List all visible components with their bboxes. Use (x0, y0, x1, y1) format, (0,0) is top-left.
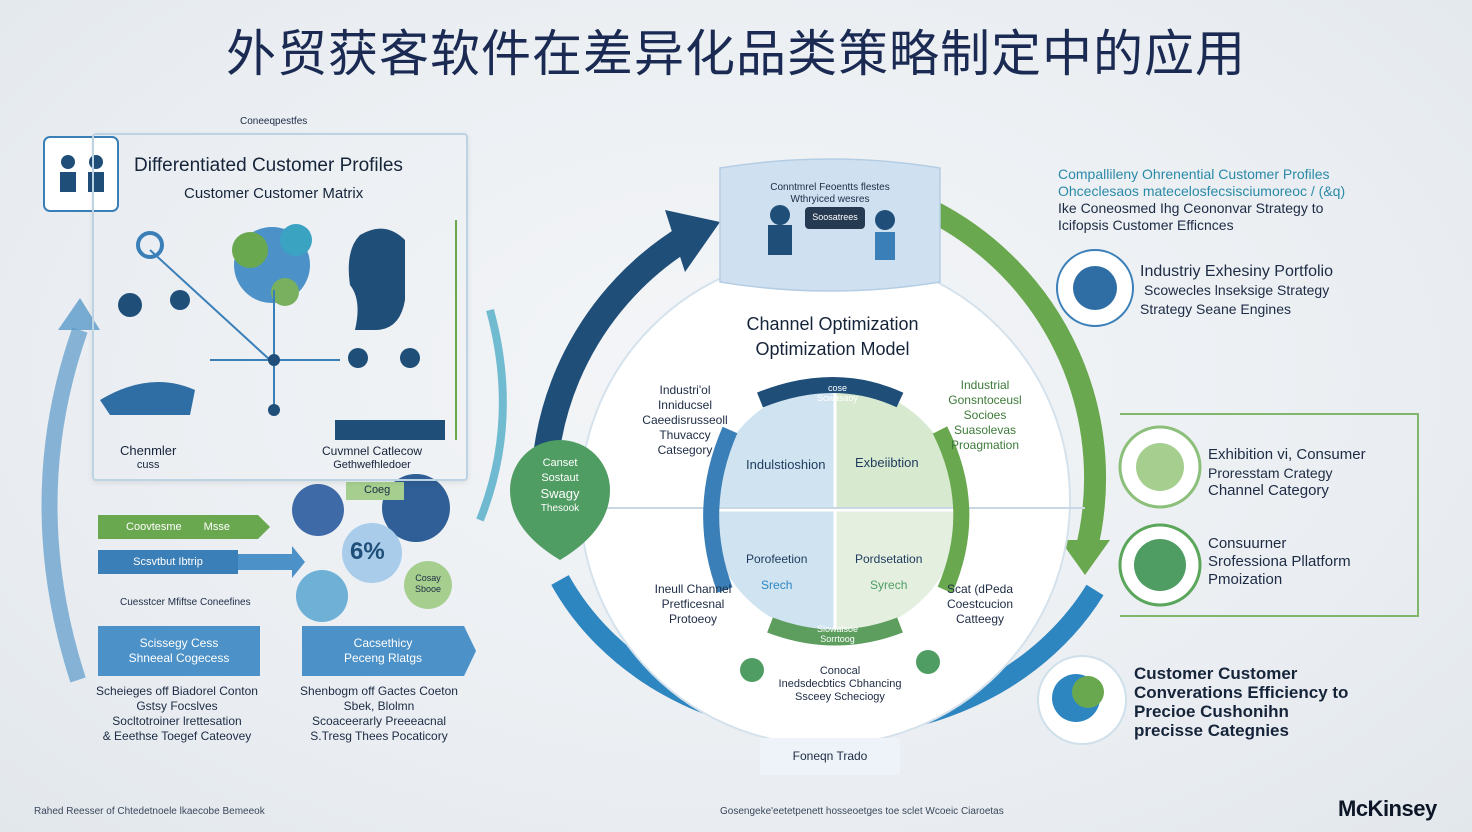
foot-label: Foneqn Trado (792, 749, 868, 763)
brand-logo: McKinsey (1338, 796, 1437, 821)
foot-shape (760, 738, 900, 775)
ring-green-arc (925, 200, 1106, 558)
left-cycle-arrow (41, 327, 88, 683)
ring-label-br: Scat (dPeda Coestcucion Catteegy (946, 582, 1014, 626)
right-item-exhibition: Exhibition vi, Consumer Proresstam Crate… (1208, 446, 1366, 499)
left-panel-icon-box (43, 136, 119, 212)
desc-left: Scheieges off Biadorel Conton Gstsy Focs… (96, 684, 258, 743)
ring-label-tr: Industrial Gonsntoceusl Socioes Suasolev… (948, 378, 1022, 452)
center-bottom-text: Conocal Inedsdecbtics Cbhancing Ssceey S… (778, 665, 902, 703)
desc-right: Shenbogm off Gactes Coeton Sbek, Blolmn … (300, 684, 458, 743)
panel-subheading: Customer Customer Matrix (184, 185, 364, 202)
quadrant-tr (835, 385, 960, 510)
customer-profiles-panel (92, 133, 468, 481)
panel-bottom-left: Chenmler cuss (120, 443, 177, 472)
center-heading: Channel Optimization Optimization Model (746, 314, 919, 359)
panel-heading: Differentiated Customer Profiles (134, 155, 403, 176)
bubble-small (404, 561, 452, 609)
inner-arrow-left (703, 426, 738, 593)
top-bubble-shape (805, 207, 865, 229)
left-inner-arrow (476, 308, 507, 522)
ring-label-bl: Ineull Channel Pretficesnal Protoeoy (654, 582, 732, 626)
quadrant-br (835, 510, 960, 635)
bar-blue-arrow (238, 546, 305, 578)
ring-green-arrowhead (1060, 540, 1110, 575)
arrow-top-label: cose Scwasaoy (816, 383, 859, 403)
left-badge-shape (510, 440, 610, 560)
quad-tr-label: Exbeiibtion (855, 455, 919, 470)
bar-green (98, 515, 258, 539)
right-item-portfolio: Industriy Exhesiny Portfolio Scowecles l… (1140, 263, 1333, 317)
strategy-box-left: Scissegy Cess Shneeal Cogecess (128, 636, 230, 665)
bubble-center (342, 523, 402, 583)
quad-br-label: Pordsetation Syrech (855, 552, 923, 592)
inner-arrow-right (932, 426, 970, 594)
right-item-efficiency: Customer Customer Converations Efficienc… (1134, 664, 1349, 740)
center-value: 6% (350, 538, 385, 565)
inner-arrow-top (757, 377, 904, 408)
small-circle-label: Cosay Sbooe (415, 573, 442, 594)
center-top-box-text: Conntmrel Feoentts flestes Wthryiced wes… (770, 182, 890, 205)
left-badge-text: Canset Sostaut Swagy Thesook (540, 457, 580, 514)
coeg-label-bg (346, 482, 404, 500)
panel-bottom-right: Cuvmnel Catlecow Gethwefhledoer (322, 444, 423, 471)
right-top-lines: Compallileny Ohrenential Customer Profil… (1058, 166, 1346, 233)
bubble-bottom (296, 570, 348, 622)
head-silhouette (348, 228, 405, 330)
quad-bl-label: Porofeetion Srech (746, 552, 808, 592)
top-bubble-label: Soosatrees (812, 212, 858, 222)
ring-label-tl: Industri'ol Inniducsel Caeedisrusseoll T… (642, 383, 728, 457)
left-cycle-arrowhead (58, 298, 100, 330)
footer-left: Rahed Reesser of Chtedetnoele lkaecobe B… (34, 806, 265, 817)
panel-top-label: Coneeqpestfes (240, 116, 308, 127)
strategy-box-right: Cacsethicy Peceng Rlatgs (343, 636, 423, 665)
box-right-bg (302, 626, 464, 676)
box-left-bg (98, 626, 260, 676)
bar-label-2: Scsvtbut Ibtrip (133, 556, 203, 568)
page-title: 外贸获客软件在差异化品类策略制定中的应用 (226, 25, 1246, 83)
coeg-label: Coeg (364, 484, 391, 496)
lower-caption: Cuesstcer Mfiftse Coneefines (120, 597, 251, 608)
inner-arrow-bottom (767, 617, 903, 646)
arrow-bottom-label: Slowalsoe Sorrtoog (816, 624, 859, 644)
right-item-platform: Consuurner Srofessiona Pllatform Pmoizat… (1208, 535, 1351, 588)
quad-tl-label: Indulstioshion (746, 457, 826, 472)
ring-navy-arrowhead (665, 210, 720, 272)
right-bracket (1120, 413, 1419, 617)
bar-blue (98, 550, 238, 574)
bubble-navy (292, 484, 344, 536)
footer-center: Gosengeke'eetetpenett hosseoetges toe sc… (720, 806, 1004, 817)
